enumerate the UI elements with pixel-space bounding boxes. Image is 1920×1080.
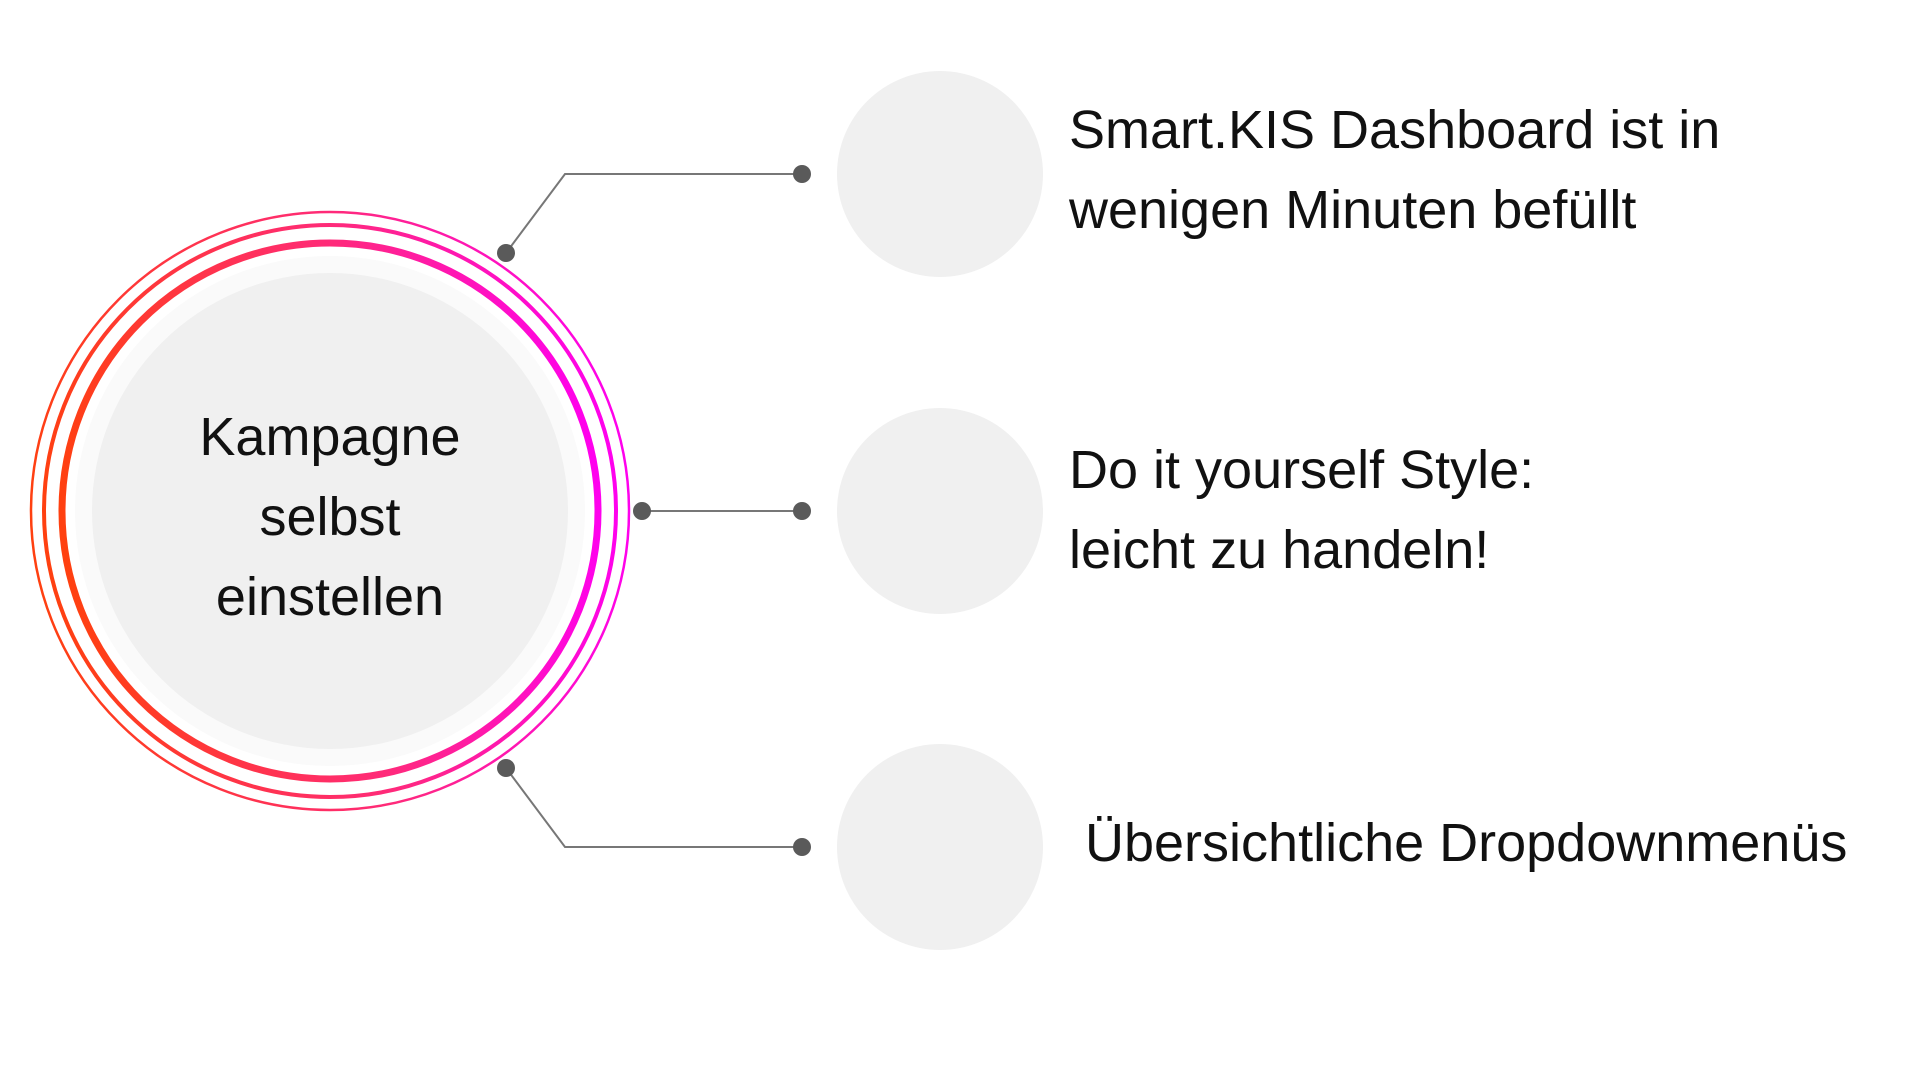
center-label-line-2: selbst [259, 487, 400, 547]
connector-dots [497, 165, 811, 856]
inner-ring [58, 239, 602, 783]
center-label-line-3: einstellen [216, 567, 444, 627]
item-1-line-1: Smart.KIS Dashboard ist in [1069, 100, 1720, 160]
connector-line-1 [505, 173, 802, 254]
dot-icon [497, 759, 515, 777]
dot-icon [793, 165, 811, 183]
item-circle-3 [837, 744, 1043, 950]
item-1-line-2: wenigen Minuten befüllt [1068, 180, 1636, 240]
center-fill [92, 273, 568, 749]
item-circle-1 [837, 71, 1043, 277]
outer-ring [29, 210, 631, 812]
connectors [505, 173, 802, 848]
item-2-line-1: Do it yourself Style: [1069, 440, 1534, 500]
item-2-line-2: leicht zu handeln! [1069, 520, 1489, 580]
item-3-line-1: Übersichtliche Dropdownmenüs [1085, 813, 1847, 873]
center-label-line-1: Kampagne [199, 407, 460, 467]
dot-icon [793, 502, 811, 520]
dot-icon [793, 838, 811, 856]
dot-icon [497, 244, 515, 262]
item-circle-2 [837, 408, 1043, 614]
main-circle: Kampagne selbst einstellen [29, 210, 631, 812]
dot-icon [633, 502, 651, 520]
connector-line-3 [505, 767, 802, 848]
middle-ring [42, 223, 618, 799]
